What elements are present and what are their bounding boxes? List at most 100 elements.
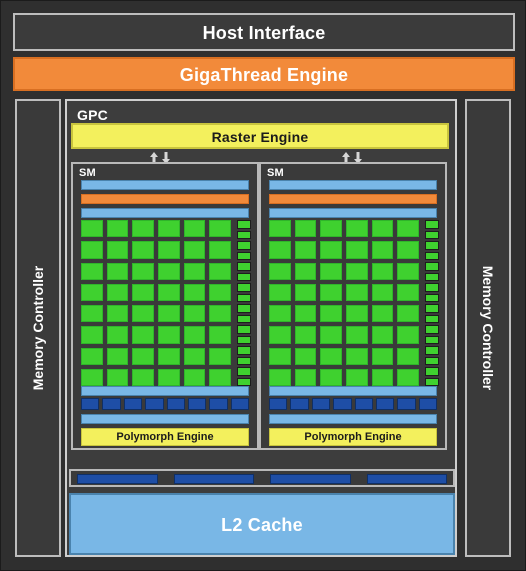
- cuda-core: [132, 347, 154, 365]
- cuda-core: [371, 241, 394, 259]
- texture-unit: [375, 398, 395, 410]
- sfu-unit: [237, 367, 251, 376]
- cuda-core: [183, 262, 206, 280]
- cuda-core: [209, 326, 231, 344]
- texture-unit: [418, 398, 437, 410]
- cuda-core: [209, 220, 231, 238]
- cuda-core: [157, 347, 180, 365]
- cuda-core: [294, 305, 317, 323]
- cuda-core: [397, 305, 419, 323]
- sm-right-core-grid: [269, 220, 419, 386]
- sm-left-register-strip: [81, 208, 249, 218]
- cuda-core: [106, 347, 129, 365]
- polymorph-engine-right-label: Polymorph Engine: [304, 431, 402, 443]
- sfu-unit: [425, 220, 439, 229]
- texture-unit: [123, 398, 143, 410]
- cuda-core: [81, 262, 103, 280]
- sfu-unit: [237, 325, 251, 334]
- sm-left-block: SM Polymorph Engine: [71, 162, 259, 450]
- cuda-core: [81, 241, 103, 259]
- cuda-core: [320, 241, 342, 259]
- l2-segment: [173, 474, 254, 484]
- cuda-core: [320, 262, 342, 280]
- sm-right-texture-row: [269, 398, 437, 410]
- cuda-core: [106, 262, 129, 280]
- cuda-core: [183, 368, 206, 386]
- sm-right-bottom-strip: [269, 414, 437, 424]
- cuda-core: [397, 283, 419, 301]
- cuda-core: [209, 262, 231, 280]
- sfu-unit: [425, 251, 439, 260]
- sfu-unit: [425, 241, 439, 250]
- cuda-core: [183, 347, 206, 365]
- cuda-core: [106, 305, 129, 323]
- texture-unit: [311, 398, 331, 410]
- cuda-core: [209, 241, 231, 259]
- cuda-core: [345, 220, 368, 238]
- sm-right-scheduler-strip: [269, 194, 437, 204]
- memory-controller-right-block: Memory Controller: [465, 99, 511, 557]
- gigathread-engine-label: GigaThread Engine: [179, 65, 349, 85]
- cuda-core: [320, 305, 342, 323]
- sm-right-block: SM Polymorph Engine: [259, 162, 447, 450]
- sm-right-cache-strip: [269, 180, 437, 190]
- sfu-unit: [237, 377, 251, 386]
- sfu-unit: [425, 356, 439, 365]
- cuda-core: [371, 368, 394, 386]
- cuda-core: [294, 283, 317, 301]
- sfu-unit: [237, 304, 251, 313]
- texture-unit: [145, 398, 164, 410]
- sfu-unit: [425, 377, 439, 386]
- sfu-unit: [237, 335, 251, 344]
- cuda-core: [294, 347, 317, 365]
- cuda-core: [397, 241, 419, 259]
- l2-interconnect-strip: [69, 469, 455, 487]
- l2-cache-block: L2 Cache: [69, 493, 455, 555]
- sfu-unit: [425, 304, 439, 313]
- cuda-core: [157, 241, 180, 259]
- gpc-label: GPC: [77, 107, 108, 123]
- sfu-unit: [237, 262, 251, 271]
- cuda-core: [345, 283, 368, 301]
- cuda-core: [320, 326, 342, 344]
- cuda-core: [106, 283, 129, 301]
- cuda-core: [371, 305, 394, 323]
- cuda-core: [345, 326, 368, 344]
- cuda-core: [157, 368, 180, 386]
- cuda-core: [320, 368, 342, 386]
- cuda-core: [106, 241, 129, 259]
- cuda-core: [269, 262, 291, 280]
- sfu-unit: [425, 325, 439, 334]
- cuda-core: [397, 326, 419, 344]
- sm-right-lower-strip: [269, 386, 437, 396]
- polymorph-engine-left-label: Polymorph Engine: [116, 431, 214, 443]
- cuda-core: [397, 220, 419, 238]
- sfu-unit: [425, 314, 439, 323]
- sm-left-lower-strip: [81, 386, 249, 396]
- cuda-core: [81, 283, 103, 301]
- cuda-core: [371, 283, 394, 301]
- memory-controller-left-block: Memory Controller: [15, 99, 61, 557]
- cuda-core: [320, 283, 342, 301]
- cuda-core: [320, 220, 342, 238]
- sfu-unit: [425, 283, 439, 292]
- sfu-unit: [425, 367, 439, 376]
- cuda-core: [397, 347, 419, 365]
- cuda-core: [371, 262, 394, 280]
- sm-right-sfu-column: [423, 220, 441, 386]
- cuda-core: [294, 262, 317, 280]
- sfu-unit: [425, 262, 439, 271]
- cuda-core: [106, 326, 129, 344]
- gigathread-engine-block: GigaThread Engine: [13, 57, 515, 91]
- cuda-core: [183, 305, 206, 323]
- texture-unit: [354, 398, 373, 410]
- cuda-core: [345, 347, 368, 365]
- sm-left-bottom-strip: [81, 414, 249, 424]
- cuda-core: [294, 368, 317, 386]
- sfu-unit: [237, 356, 251, 365]
- cuda-core: [371, 326, 394, 344]
- sfu-unit: [237, 346, 251, 355]
- cuda-core: [81, 326, 103, 344]
- cuda-core: [269, 326, 291, 344]
